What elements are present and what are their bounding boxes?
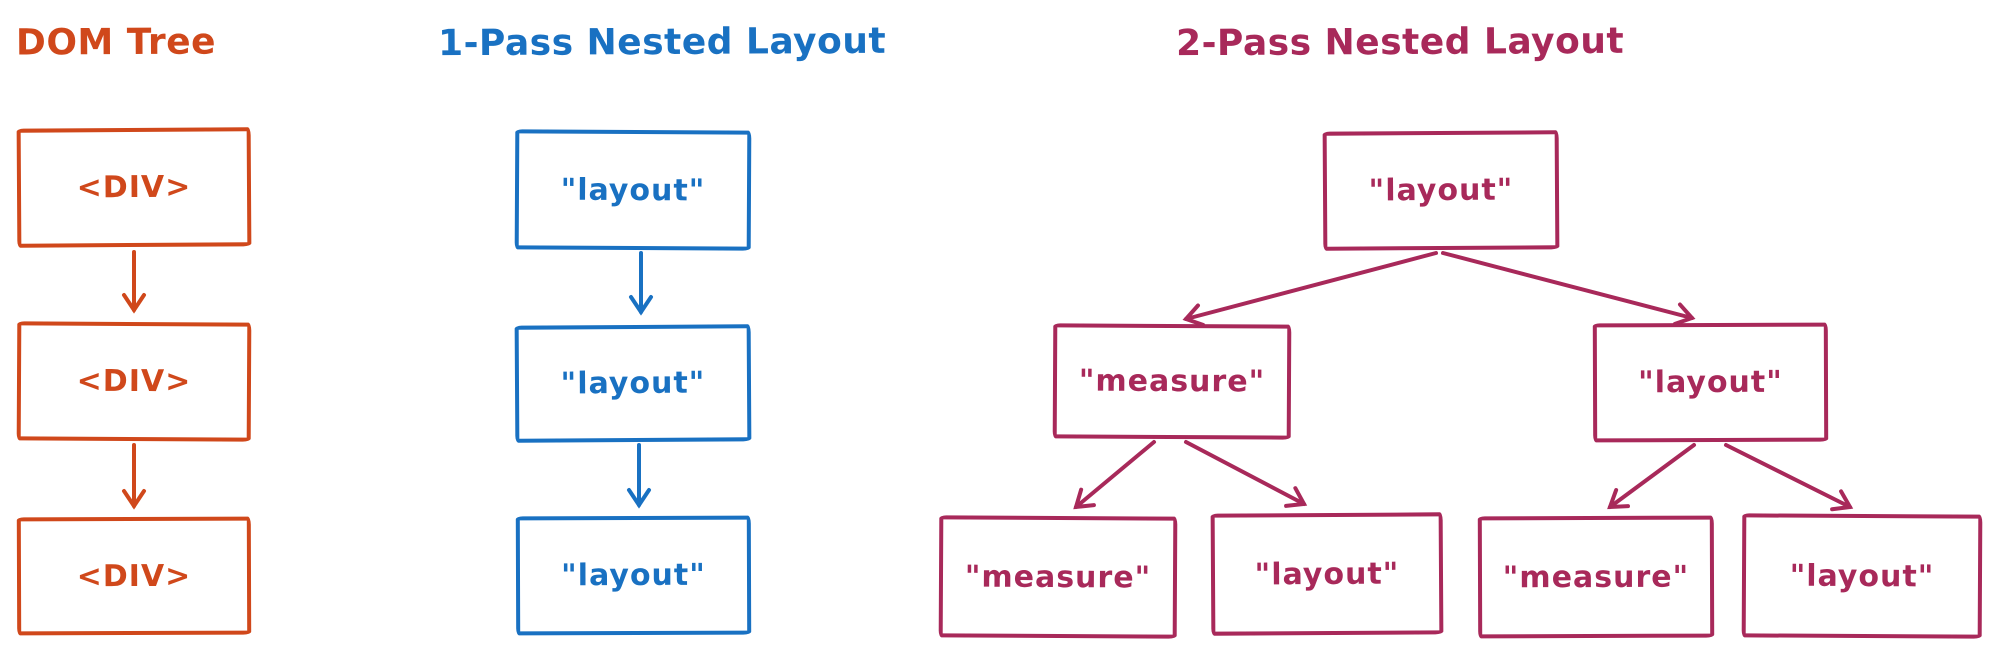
node-label: <DIV> [76,558,192,594]
node-label: <DIV> [76,169,192,206]
dom-tree-node-1: <DIV> [16,127,252,248]
one-pass-node-3: "layout" [515,515,752,636]
node-label: "measure" [1078,363,1266,400]
node-label: "layout" [1638,364,1783,401]
dom-tree-title: DOM Tree [15,21,217,64]
node-label: "layout" [1789,558,1935,594]
node-label: <DIV> [76,363,192,400]
node-label: "layout" [560,365,706,402]
arrow-layout-to-layout [1724,443,1854,512]
arrow-root-to-layout [1441,251,1696,326]
node-label: "layout" [560,172,706,208]
node-label: "measure" [964,559,1152,595]
two-pass-child-measure: "measure" [1052,323,1292,440]
two-pass-root-node: "layout" [1322,130,1560,251]
arrow-root-to-measure [1182,251,1438,327]
node-label: "layout" [1368,172,1514,209]
arrow-layout-to-measure [1607,443,1696,510]
one-pass-node-1: "layout" [514,129,752,251]
dom-tree-node-3: <DIV> [16,516,252,636]
arrow-measure-to-measure [1073,440,1156,510]
dom-tree-node-2: <DIV> [16,321,252,442]
one-pass-node-2: "layout" [514,324,752,443]
two-pass-grandchild-measure-1: "measure" [938,515,1178,639]
two-pass-grandchild-layout-2: "layout" [1741,513,1983,639]
two-pass-grandchild-measure-2: "measure" [1477,515,1715,639]
arrow-measure-to-layout [1184,440,1308,508]
two-pass-title: 2-Pass Nested Layout [1175,20,1625,65]
node-label: "layout" [1254,556,1400,592]
node-label: "layout" [561,557,706,594]
two-pass-child-layout: "layout" [1592,322,1829,443]
one-pass-title: 1-Pass Nested Layout [437,20,887,65]
node-label: "measure" [1502,559,1690,595]
two-pass-grandchild-layout-1: "layout" [1210,512,1444,636]
